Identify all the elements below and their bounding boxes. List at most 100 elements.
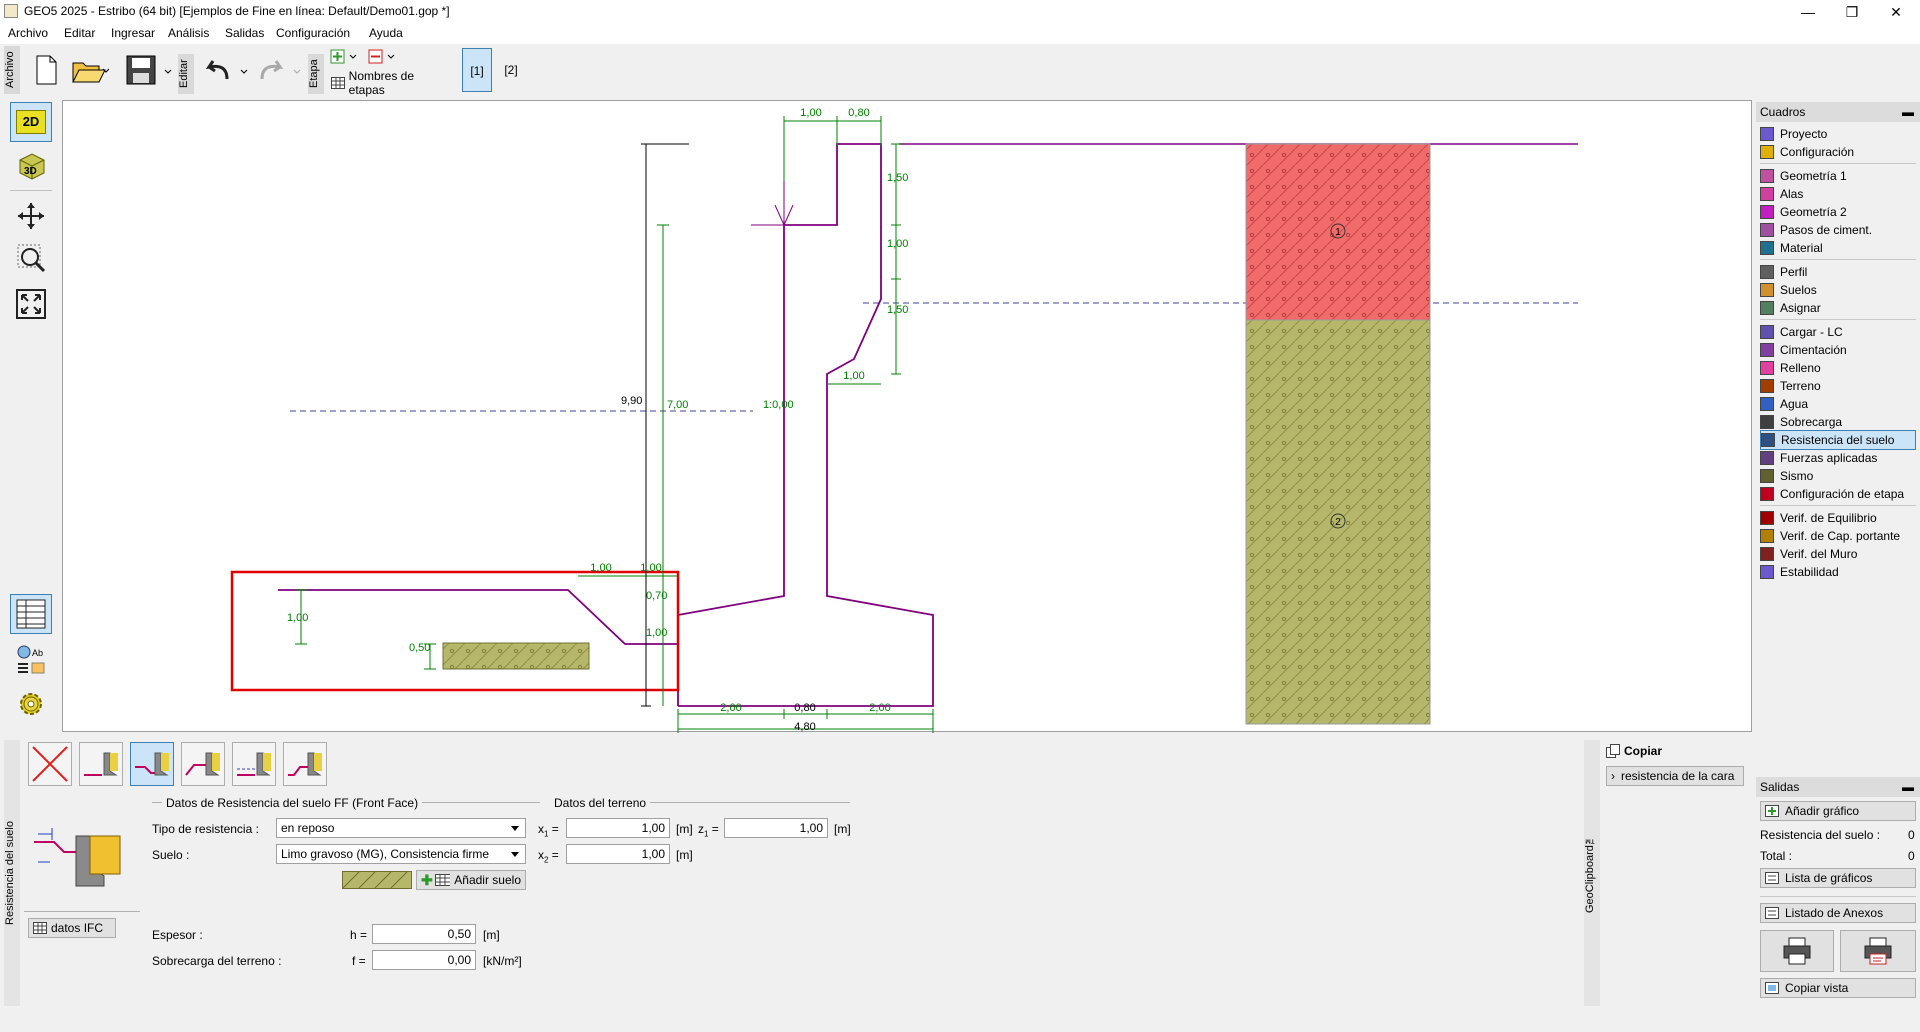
frames-title: Cuadros	[1760, 105, 1806, 119]
resist-none-button[interactable]	[28, 742, 72, 786]
frame-item-resistencia-del-suelo[interactable]: Resistencia del suelo	[1760, 430, 1916, 450]
stage-1-button[interactable]: [1]	[462, 48, 492, 92]
view-3d-button[interactable]: 3D	[10, 146, 52, 186]
frame-item-relleno[interactable]: Relleno	[1760, 358, 1916, 378]
menu-configuracion[interactable]: Configuración	[276, 26, 351, 40]
frame-item-alas[interactable]: Alas	[1760, 184, 1916, 204]
frame-item-geometria-2[interactable]: Geometría 2	[1760, 202, 1916, 222]
table-view-button[interactable]	[10, 594, 52, 634]
graphics-list-button[interactable]: Lista de gráficos	[1760, 868, 1916, 888]
add-stage-button[interactable]	[330, 48, 362, 66]
resist-option-3-button[interactable]	[181, 742, 225, 786]
thickness-input[interactable]: 0,50	[372, 924, 476, 944]
frame-item-configuracion-de-etapa[interactable]: Configuración de etapa	[1760, 484, 1916, 504]
resist-option-1-button[interactable]	[79, 742, 123, 786]
frame-item-proyecto[interactable]: Proyecto	[1760, 124, 1916, 144]
frame-item-label: Cimentación	[1780, 343, 1847, 357]
zoom-extents-button[interactable]	[10, 284, 52, 324]
z1-input[interactable]: 1,00	[724, 818, 828, 838]
menu-ayuda[interactable]: Ayuda	[369, 26, 403, 40]
window-title: GEO5 2025 - Estribo (64 bit) [Ejemplos d…	[24, 4, 450, 18]
toolbar-tab-etapa[interactable]: Etapa	[308, 54, 324, 94]
add-soil-button[interactable]: ✚ Añadir suelo	[416, 870, 526, 890]
remove-stage-icon	[368, 49, 395, 64]
frame-item-estabilidad[interactable]: Estabilidad	[1760, 562, 1916, 582]
side-tab-soil-resistance[interactable]: Resistencia del suelo	[4, 740, 20, 1006]
collapse-icon[interactable]: ▬	[1902, 105, 1914, 119]
frame-item-verif-de-cap-portante[interactable]: Verif. de Cap. portante	[1760, 526, 1916, 546]
frame-item-fuerzas-aplicadas[interactable]: Fuerzas aplicadas	[1760, 448, 1916, 468]
menu-salidas[interactable]: Salidas	[225, 26, 265, 40]
frame-item-cargar-lc[interactable]: Cargar - LC	[1760, 322, 1916, 342]
copy-view-button[interactable]: Copiar vista	[1760, 978, 1916, 998]
frame-item-verif-de-equilibrio[interactable]: Verif. de Equilibrio	[1760, 508, 1916, 528]
frame-item-terreno[interactable]: Terreno	[1760, 376, 1916, 396]
frame-item-configuracion[interactable]: Configuración	[1760, 142, 1916, 162]
soil-select[interactable]: Limo gravoso (MG), Consistencia firme	[276, 844, 526, 864]
resist-option-5-button[interactable]	[283, 742, 327, 786]
restore-button[interactable]: ❐	[1845, 4, 1859, 20]
new-file-button[interactable]	[30, 52, 62, 88]
frame-item-cimentacion[interactable]: Cimentación	[1760, 340, 1916, 360]
x2-input[interactable]: 1,00	[566, 844, 670, 864]
z1-unit: [m]	[834, 822, 851, 836]
h-label: h =	[350, 928, 368, 942]
view-2d-button[interactable]: 2D	[10, 102, 52, 142]
frame-item-verif-del-muro[interactable]: Verif. del Muro	[1760, 544, 1916, 564]
resist-type-select[interactable]: en reposo	[276, 818, 526, 838]
frame-icon	[1760, 397, 1774, 411]
thickness-unit: [m]	[483, 928, 500, 942]
zoom-window-button[interactable]	[10, 238, 52, 278]
frames-divider	[1760, 319, 1916, 320]
wall-resist-rise-icon	[185, 752, 220, 776]
frame-item-agua[interactable]: Agua	[1760, 394, 1916, 414]
frame-item-asignar[interactable]: Asignar	[1760, 298, 1916, 318]
open-file-button[interactable]	[70, 52, 110, 88]
pan-button[interactable]	[10, 196, 52, 236]
add-graphic-button[interactable]: Añadir gráfico	[1760, 801, 1916, 821]
menu-analisis[interactable]: Análisis	[168, 26, 210, 40]
frame-item-sobrecarga[interactable]: Sobrecarga	[1760, 412, 1916, 432]
frame-item-label: Suelos	[1780, 283, 1817, 297]
frame-item-material[interactable]: Material	[1760, 238, 1916, 258]
menu-archivo[interactable]: Archivo	[8, 26, 49, 40]
save-button[interactable]	[124, 52, 174, 88]
soil-swatch	[342, 871, 412, 889]
view-3d-label: 3D	[24, 166, 37, 177]
ifc-data-button[interactable]: datos IFC	[28, 918, 116, 938]
undo-button[interactable]	[200, 52, 252, 88]
frame-item-suelos[interactable]: Suelos	[1760, 280, 1916, 300]
settings-button[interactable]	[10, 684, 52, 724]
resist-option-4-button[interactable]	[232, 742, 276, 786]
print-pdf-button[interactable]	[1840, 930, 1916, 972]
print-button[interactable]	[1760, 930, 1834, 972]
frame-item-label: Asignar	[1780, 301, 1821, 315]
remove-stage-button[interactable]	[368, 48, 400, 66]
frame-item-pasos-de-ciment[interactable]: Pasos de ciment.	[1760, 220, 1916, 240]
annex-list-button[interactable]: Listado de Anexos	[1760, 903, 1916, 923]
surcharge-input[interactable]: 0,00	[372, 950, 476, 970]
dim-top-width-2: 0,80	[848, 107, 869, 119]
table-view-icon	[16, 599, 46, 629]
frame-item-geometria-1[interactable]: Geometría 1	[1760, 166, 1916, 186]
redo-button[interactable]	[255, 52, 305, 88]
toolbar-tab-archivo[interactable]: Archivo	[4, 46, 20, 94]
styles-button[interactable]: Ab	[10, 640, 52, 680]
dim-ff-height-b: 1,00	[646, 627, 667, 639]
frame-item-perfil[interactable]: Perfil	[1760, 262, 1916, 282]
close-button[interactable]: ✕	[1890, 4, 1902, 20]
x1-input[interactable]: 1,00	[566, 818, 670, 838]
drawing-canvas[interactable]: 1 2	[62, 100, 1752, 733]
side-tab-geoclipboard[interactable]: GeoClipboard™	[1584, 740, 1600, 1006]
toolbar-tab-editar[interactable]: Editar	[178, 54, 194, 94]
clipboard-item-face-resistance[interactable]: › resistencia de la cara	[1606, 766, 1744, 786]
collapse-icon[interactable]: ▬	[1902, 780, 1914, 794]
menu-ingresar[interactable]: Ingresar	[111, 26, 156, 40]
menu-editar[interactable]: Editar	[64, 26, 96, 40]
stage-names-button[interactable]: Nombres de etapas	[331, 69, 451, 97]
stage-2-button[interactable]: [2]	[504, 63, 518, 77]
frame-item-sismo[interactable]: Sismo	[1760, 466, 1916, 486]
frame-item-label: Fuerzas aplicadas	[1780, 451, 1878, 465]
minimize-button[interactable]: —	[1801, 4, 1815, 20]
resist-option-2-button[interactable]	[130, 742, 174, 786]
